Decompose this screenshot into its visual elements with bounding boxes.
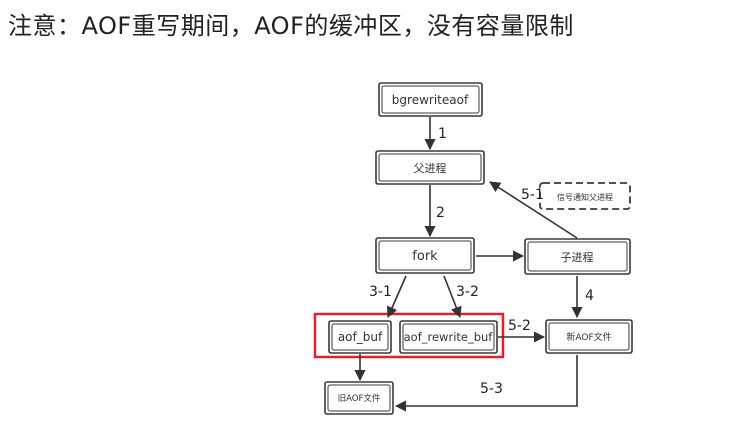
edge-5-3-arrow xyxy=(394,355,578,412)
node-new-aof-file-label: 新AOF文件 xyxy=(566,331,611,343)
edge-5-1-arrow xyxy=(489,181,578,239)
edge-3-2-arrow xyxy=(443,275,462,319)
node-parent-process-label: 父进程 xyxy=(414,162,447,175)
node-old-aof-file-label: 旧AOF文件 xyxy=(338,393,381,404)
edge-4-label: 4 xyxy=(585,288,594,304)
node-signal-notify-label: 信号通知父进程 xyxy=(557,192,613,202)
node-aof-rewrite-buf: aof_rewrite_buf xyxy=(399,320,498,354)
edge-2-label: 2 xyxy=(436,205,445,221)
node-child-process-label: 子进程 xyxy=(561,251,594,264)
edge-5-3-label: 5-3 xyxy=(480,381,503,397)
edge-3-2-label: 3-2 xyxy=(456,284,479,300)
node-aof-rewrite-buf-label: aof_rewrite_buf xyxy=(404,330,494,344)
node-bgrewriteaof-label: bgrewriteaof xyxy=(392,93,469,107)
node-old-aof-file: 旧AOF文件 xyxy=(324,381,394,415)
buffer-highlight-box xyxy=(313,312,505,359)
edge-5-1-label: 5-1 xyxy=(521,187,544,203)
node-new-aof-file: 新AOF文件 xyxy=(545,319,633,354)
node-parent-process: 父进程 xyxy=(375,150,485,185)
node-fork: fork xyxy=(375,237,475,274)
node-child-process: 子进程 xyxy=(524,238,631,275)
edge-3-1-arrow xyxy=(386,275,407,319)
node-bgrewriteaof: bgrewriteaof xyxy=(378,82,483,117)
edge-5-2-label: 5-2 xyxy=(508,318,531,334)
edge-3-1-label: 3-1 xyxy=(369,284,392,300)
node-signal-notify: 信号通知父进程 xyxy=(539,182,631,210)
node-aof-buf-label: aof_buf xyxy=(338,330,383,344)
node-fork-label: fork xyxy=(412,249,438,264)
page-title: 注意：AOF重写期间，AOF的缓冲区，没有容量限制 xyxy=(8,12,574,40)
edge-1-label: 1 xyxy=(438,126,447,142)
node-aof-buf: aof_buf xyxy=(328,320,392,354)
